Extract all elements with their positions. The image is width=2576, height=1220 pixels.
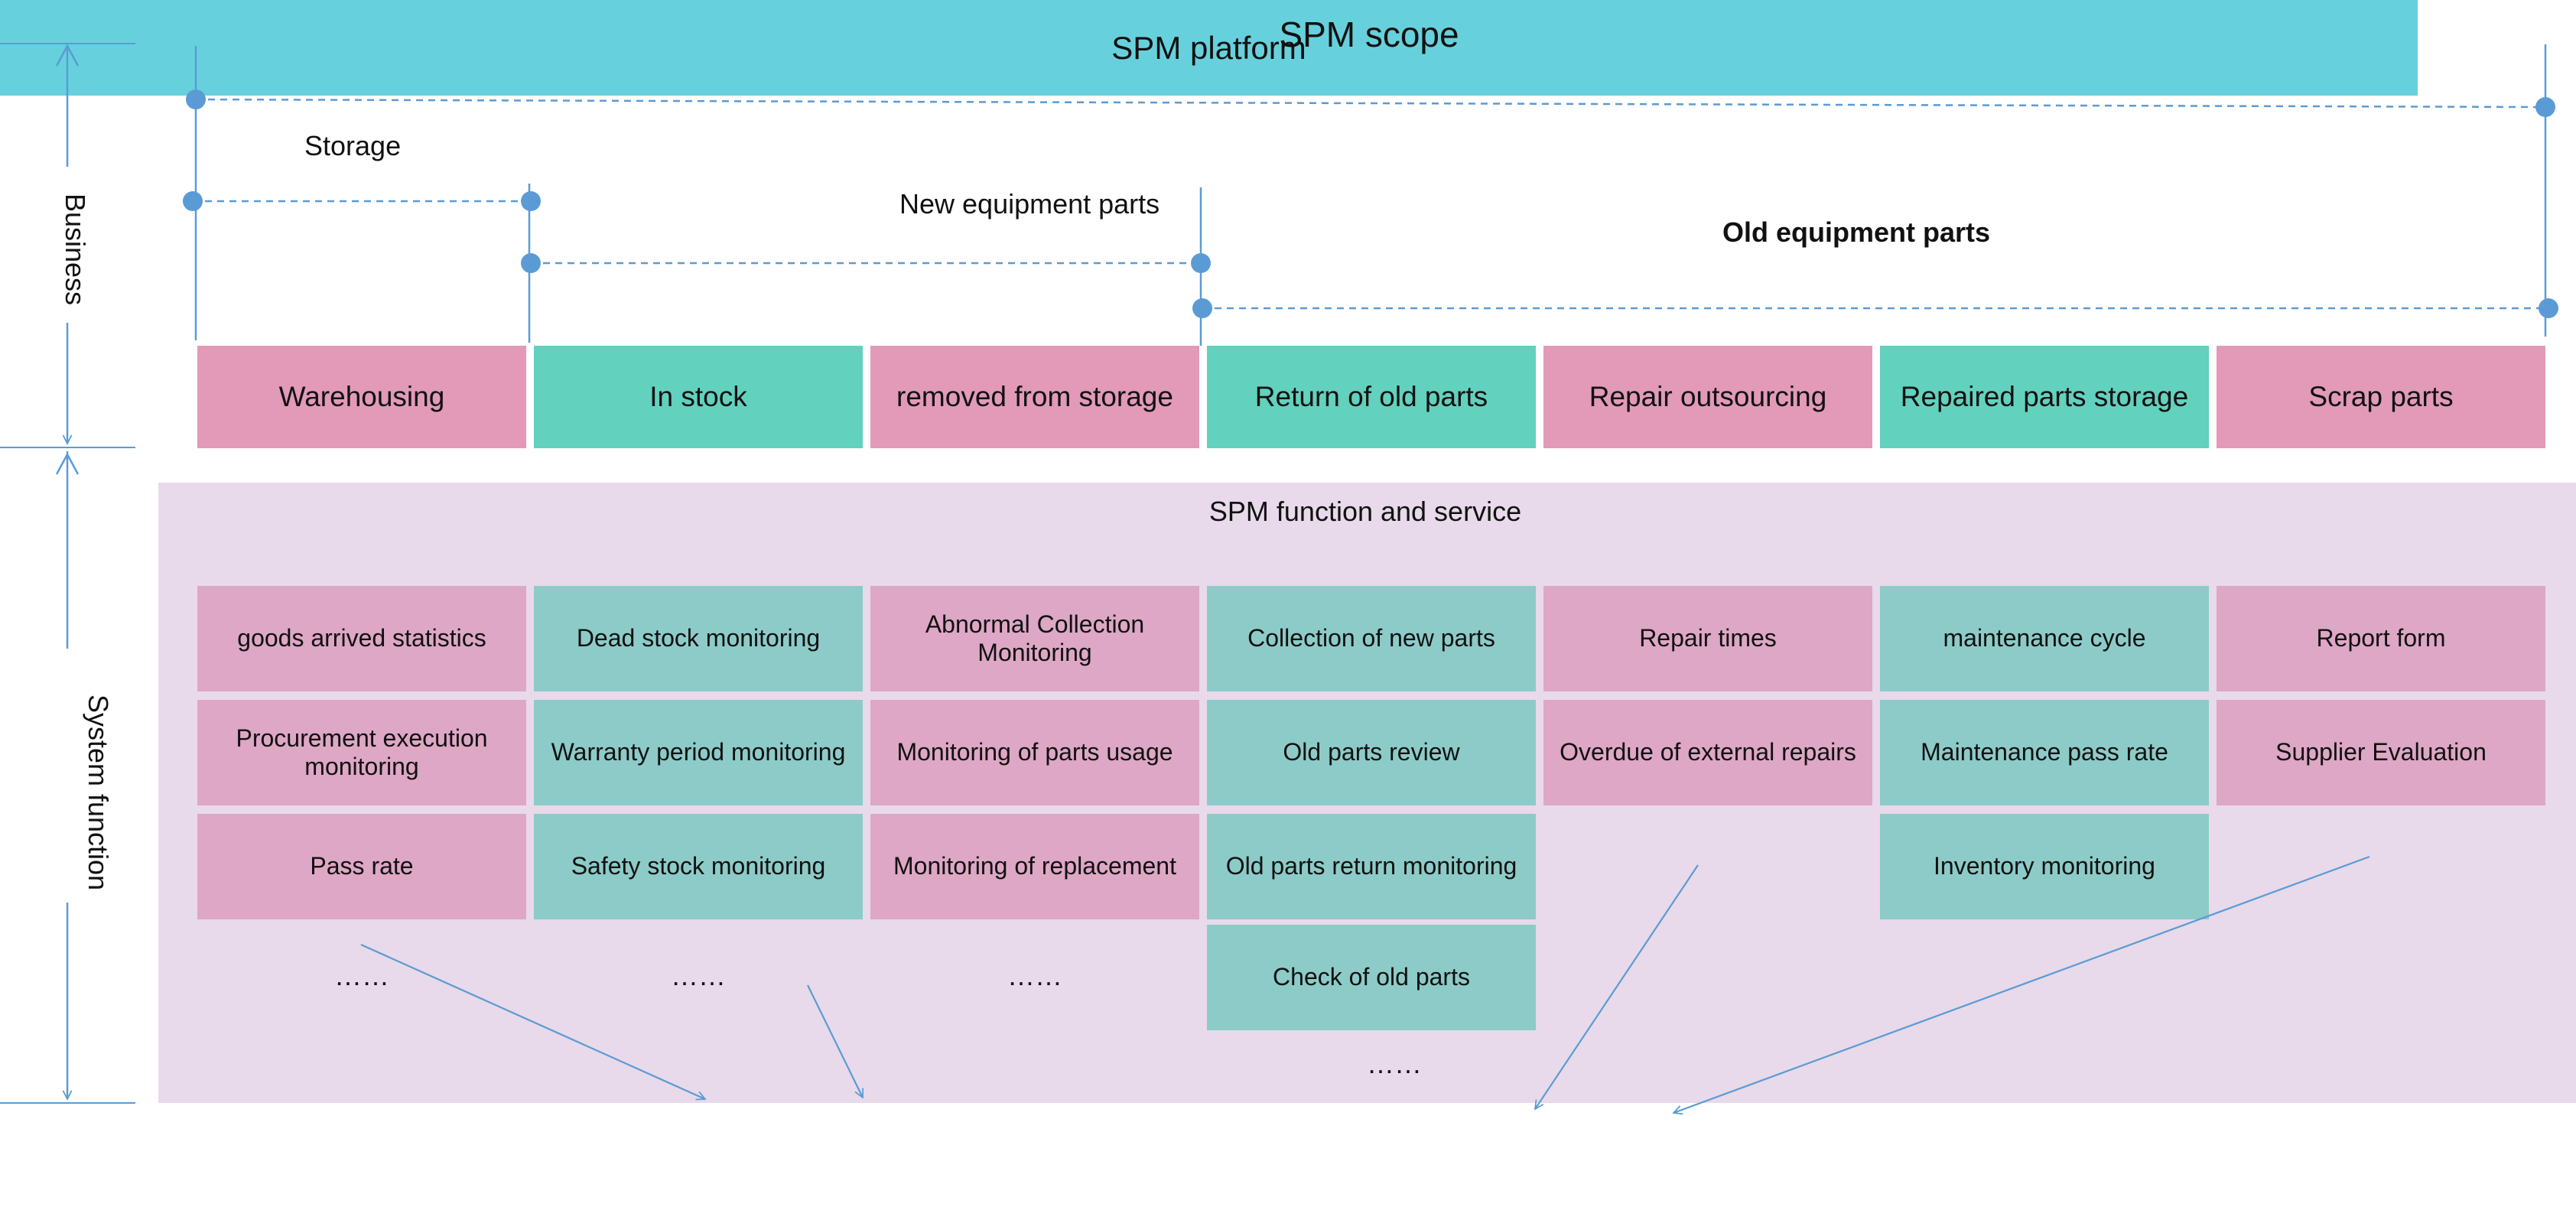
function-box-monitoring-of-replacement: Monitoring of replacement (870, 814, 1199, 919)
function-box-abnormal-collection-monitoring: Abnormal Collection Monitoring (870, 586, 1199, 691)
function-box-warranty-period-monitoring: Warranty period monitoring (534, 700, 863, 805)
function-box-maintenance-cycle: maintenance cycle (1880, 586, 2209, 691)
storage-phase-label: Storage (304, 130, 402, 161)
business-box-return-of-old-parts: Return of old parts (1207, 346, 1536, 448)
scope-endpoint-dot-6 (1192, 298, 1212, 318)
function-box-overdue-of-external-repairs: Overdue of external repairs (1543, 700, 1872, 805)
spm-scope-dashed-line (195, 98, 2546, 109)
scope-endpoint-dot-5 (1191, 253, 1211, 273)
business-box-in-stock: In stock (534, 346, 863, 448)
business-box-scrap-parts: Scrap parts (2217, 346, 2545, 448)
function-box-check-of-old-parts: Check of old parts (1207, 925, 1536, 1030)
old-equipment-parts-label: Old equipment parts (1722, 216, 1991, 248)
function-box-repair-times: Repair times (1543, 586, 1872, 691)
function-box-inventory-monitoring: Inventory monitoring (1880, 814, 2209, 919)
function-box-safety-stock-monitoring: Safety stock monitoring (534, 814, 863, 919)
arrow-to-platform-3 (1535, 864, 1699, 1109)
scope-endpoint-dot-1 (2535, 97, 2555, 117)
scope-endpoint-dot-0 (186, 89, 206, 109)
function-box-old-parts-review: Old parts review (1207, 700, 1536, 805)
system-axis-arrow-top (55, 452, 80, 475)
arrow-to-platform-2 (807, 984, 864, 1098)
function-box-goods-arrived-statistics: goods arrived statistics (197, 586, 526, 691)
more-ellipsis: …… (334, 960, 389, 991)
business-box-warehousing: Warehousing (197, 346, 526, 448)
spm-platform-bar: SPM platform (0, 0, 2418, 96)
more-ellipsis: …… (1007, 960, 1062, 991)
function-service-title: SPM function and service (1208, 496, 1522, 527)
business-box-repair-outsourcing: Repair outsourcing (1543, 346, 1872, 448)
new-equipment-parts-label: New equipment parts (899, 188, 1160, 220)
business-box-repaired-parts-storage: Repaired parts storage (1880, 346, 2209, 448)
function-box-report-form: Report form (2217, 586, 2545, 691)
function-box-collection-of-new-parts: Collection of new parts (1207, 586, 1536, 691)
more-ellipsis: …… (1367, 1048, 1422, 1079)
function-box-supplier-evaluation: Supplier Evaluation (2217, 700, 2545, 805)
arrow-to-platform-1 (360, 943, 705, 1099)
more-ellipsis: …… (671, 960, 726, 991)
scope-endpoint-dot-2 (183, 191, 203, 211)
spm-platform-label: SPM platform (1111, 29, 1306, 66)
function-box-maintenance-pass-rate: Maintenance pass rate (1880, 700, 2209, 805)
scope-endpoint-dot-3 (521, 191, 541, 211)
function-box-old-parts-return-monitoring: Old parts return monitoring (1207, 814, 1536, 919)
business-box-removed-from-storage: removed from storage (870, 346, 1199, 448)
scope-endpoint-dot-4 (521, 253, 541, 273)
scope-endpoint-dot-7 (2539, 298, 2558, 318)
arrow-to-platform-4 (1673, 855, 2370, 1113)
function-box-pass-rate: Pass rate (197, 814, 526, 919)
function-box-procurement-execution-monitoring: Procurement execution monitoring (197, 700, 526, 805)
diagram-title: SPM scope (1279, 15, 1459, 54)
function-box-dead-stock-monitoring: Dead stock monitoring (534, 586, 863, 691)
function-box-monitoring-of-parts-usage: Monitoring of parts usage (870, 700, 1199, 805)
business-axis-arrow-top (55, 44, 80, 67)
